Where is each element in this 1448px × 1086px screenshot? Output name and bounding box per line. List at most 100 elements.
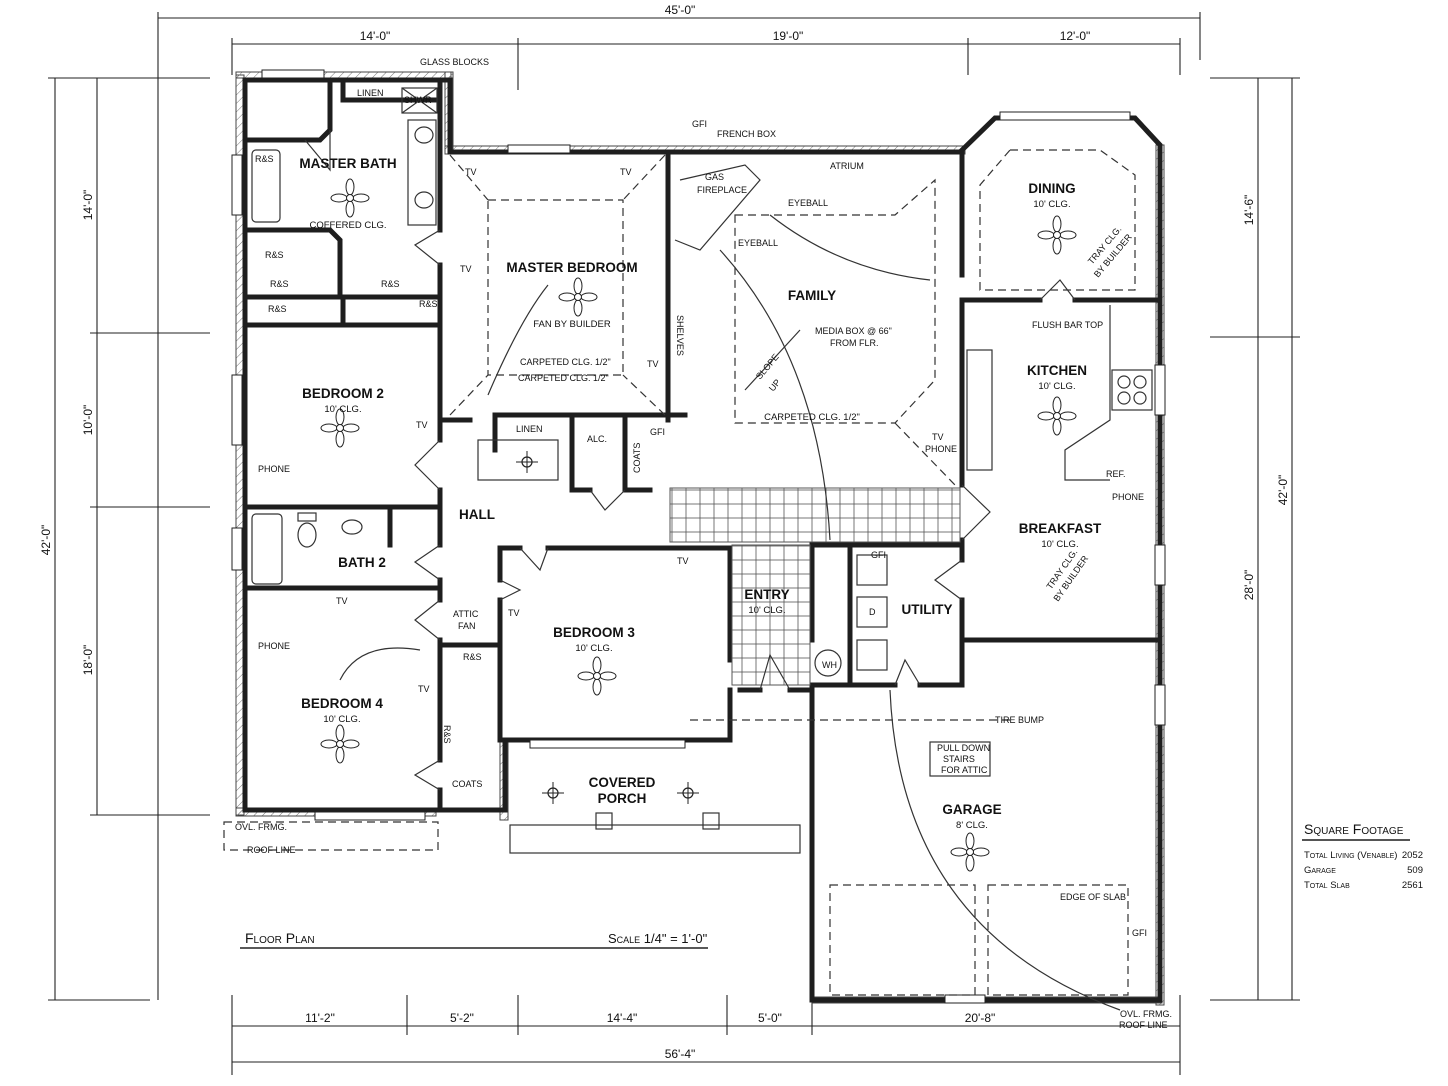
plan-annotation: TV (465, 167, 477, 177)
plan-annotation: ROOF LINE (1119, 1020, 1168, 1030)
plan-annotation: FOR ATTIC (941, 765, 988, 775)
plan-annotation: R&S (381, 279, 400, 289)
room-ceiling: 10' CLG. (575, 643, 612, 654)
plan-annotation: STAIRS (943, 754, 975, 764)
ceiling-fan-icon (1037, 215, 1077, 255)
plan-annotation: REF. (1106, 469, 1126, 479)
dim-top: 19'-0" (773, 29, 804, 43)
sqft-value: 509 (1407, 865, 1423, 876)
plan-annotation: GFI (871, 550, 886, 560)
dim-left: 18'-0" (81, 645, 95, 676)
dim-bottom-total: 56'-4" (665, 1047, 696, 1061)
plan-annotation: ALC. (587, 434, 607, 444)
plan-annotation: TV (932, 432, 944, 442)
dim-left-total: 42'-0" (39, 525, 53, 556)
room-name: ENTRY (744, 587, 789, 602)
plan-annotation: R&S (463, 652, 482, 662)
room-name: COVERED (589, 775, 656, 790)
room-name: UTILITY (902, 602, 953, 617)
plan-annotation: EYEBALL (738, 238, 778, 248)
room-name: KITCHEN (1027, 363, 1087, 378)
plan-annotation: LINEN (516, 424, 543, 434)
sqft-label: Total Living (Venable) (1304, 850, 1397, 861)
plan-scale: Scale 1/4" = 1'-0" (608, 931, 708, 946)
dim-bottom: 20'-8" (965, 1011, 996, 1025)
plan-annotation: SLOPE (754, 352, 781, 381)
plan-annotation: UP (767, 377, 783, 393)
ceiling-fan-icon (320, 724, 360, 764)
plan-annotation: COATS (632, 443, 642, 473)
room-ceiling: 8' CLG. (956, 820, 988, 831)
dim-bottom: 11'-2" (305, 1011, 335, 1025)
plan-annotation: FROM FLR. (830, 338, 879, 348)
plan-annotation: ATRIUM (830, 161, 864, 171)
plan-annotation: CARPETED CLG. 1/2" (518, 373, 609, 383)
plan-annotation: R&S (270, 279, 289, 289)
plan-annotation: SHWR (404, 95, 432, 105)
light-fixture-icon (515, 450, 539, 474)
plan-annotation: TV (460, 264, 472, 274)
room-ceiling: FAN BY BUILDER (533, 319, 611, 330)
sqft-label: Garage (1304, 865, 1336, 876)
room-name: GARAGE (942, 802, 1001, 817)
room-ceiling: 10' CLG. (748, 605, 785, 616)
room-name: BEDROOM 3 (553, 625, 635, 640)
sqft-label: Total Slab (1304, 880, 1350, 891)
room-name: FAMILY (788, 288, 836, 303)
plan-annotation: GLASS BLOCKS (420, 57, 489, 67)
plan-annotation: LINEN (357, 88, 384, 98)
plan-annotation: PHONE (925, 444, 957, 454)
plan-annotation: D (869, 607, 876, 617)
room-name: BREAKFAST (1019, 521, 1102, 536)
ceiling-fan-icon (577, 656, 617, 696)
dimension-labels: 45'-0" 14'-0" 19'-0" 12'-0" 11'-2" 5'-2"… (39, 3, 1290, 1061)
dim-right: 28'-0" (1242, 570, 1256, 601)
plan-annotation: OVL. FRMG. (235, 822, 287, 832)
plan-annotation: FAN (458, 621, 476, 631)
plan-annotation: CARPETED CLG. 1/2" (520, 357, 611, 367)
dim-left: 14'-0" (81, 190, 95, 221)
dim-right: 14'-6" (1242, 195, 1256, 226)
room-ceiling: 10' CLG. (323, 714, 360, 725)
annotations: GLASS BLOCKS LINEN SHWR R&S R&S R&S R&S R&S TV TV… (235, 57, 1172, 1030)
plan-annotation: EDGE OF SLAB (1060, 892, 1126, 902)
dimension-lines (48, 12, 1300, 1075)
room-ceiling: 10' CLG. (324, 404, 361, 415)
sqft-value: 2561 (1402, 880, 1423, 891)
plan-title: Floor Plan (245, 930, 315, 946)
room-name: BEDROOM 4 (301, 696, 383, 711)
sqft-title: Square Footage (1304, 821, 1404, 837)
plan-annotation: TV (677, 556, 689, 566)
dim-bottom: 5'-0" (758, 1011, 782, 1025)
plan-annotation: GFI (650, 427, 665, 437)
plan-annotation: R&S (255, 154, 274, 164)
room-ceiling: COFFERED CLG. (309, 220, 386, 231)
plan-annotation: PHONE (258, 464, 290, 474)
dim-top: 12'-0" (1060, 29, 1091, 43)
plan-annotation: TV (418, 684, 430, 694)
plan-annotation: R&S (419, 299, 438, 309)
plan-annotation: R&S (268, 304, 287, 314)
room-name: MASTER BEDROOM (506, 260, 637, 275)
ceiling-fan-icon (950, 832, 990, 872)
dim-top-total: 45'-0" (665, 3, 696, 17)
light-fixture-icon (541, 781, 565, 805)
room-name: HALL (459, 507, 495, 522)
plan-annotation: FIREPLACE (697, 185, 747, 195)
tile-floor-gallery (669, 487, 961, 543)
windows (231, 69, 1166, 1004)
dim-right-total: 42'-0" (1276, 475, 1290, 506)
plan-annotation: FRENCH BOX (717, 129, 776, 139)
plan-annotation: R&S (442, 725, 452, 744)
door-swings (304, 130, 1121, 1011)
dim-top: 14'-0" (360, 29, 391, 43)
plan-annotation: ROOF LINE (247, 845, 296, 855)
plan-annotation: TV (620, 167, 632, 177)
plan-annotation: ATTIC (453, 609, 479, 619)
room-ceiling: 10' CLG. (1038, 381, 1075, 392)
square-footage-table: Square Footage Total Living (Venable) 20… (1302, 821, 1423, 891)
plan-annotation: GFI (692, 119, 707, 129)
plan-annotation: PHONE (1112, 492, 1144, 502)
plan-annotation: PULL DOWN (937, 743, 990, 753)
